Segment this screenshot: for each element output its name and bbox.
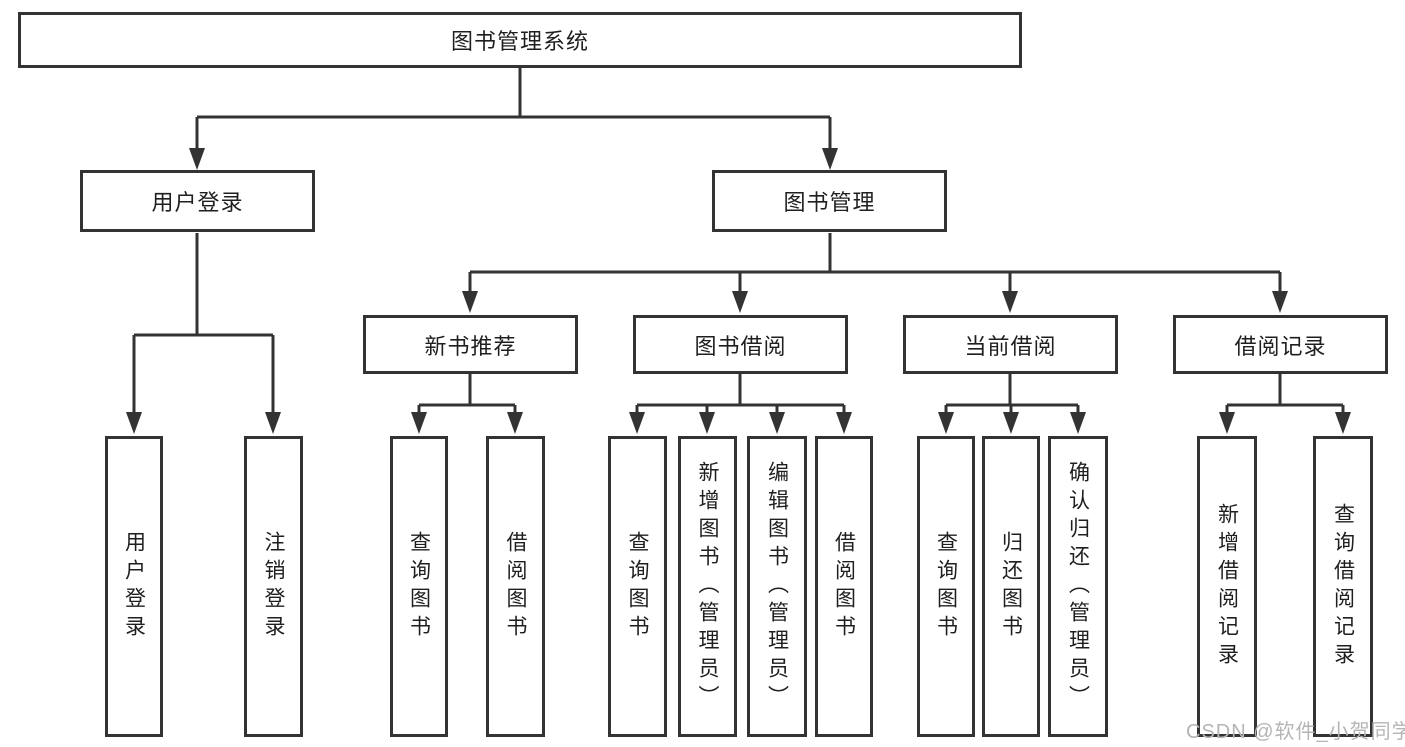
node-library-management-system: 图书管理系统 [18, 12, 1022, 68]
leaf-add-borrow-record: 新增借阅记录 [1197, 436, 1257, 737]
leaf-label: 新增图书（管理员） [696, 460, 720, 713]
leaf-borrow-books: 借阅图书 [815, 436, 873, 737]
node-label: 用户登录 [151, 190, 244, 215]
node-book-borrow: 图书借阅 [633, 315, 848, 374]
leaf-label: 查询图书 [626, 530, 650, 643]
arrowheads [126, 148, 1351, 434]
leaf-label: 查询图书 [407, 530, 431, 643]
leaf-query-books-recommend: 查询图书 [390, 436, 448, 737]
node-user-login: 用户登录 [80, 170, 315, 232]
leaf-query-books-borrow: 查询图书 [608, 436, 667, 737]
leaf-user-login: 用户登录 [105, 436, 163, 737]
node-label: 图书管理系统 [450, 29, 589, 54]
leaf-edit-books-admin: 编辑图书（管理员） [747, 436, 807, 737]
node-book-management: 图书管理 [712, 170, 947, 232]
csdn-watermark: CSDN @软件_小贺同学 [1186, 721, 1405, 743]
node-label: 图书借阅 [694, 333, 787, 359]
leaf-label: 注销登录 [262, 530, 286, 643]
leaf-logout: 注销登录 [244, 436, 303, 737]
node-new-book-recommend: 新书推荐 [363, 315, 578, 374]
leaf-label: 借阅图书 [504, 530, 528, 643]
leaf-label: 归还图书 [999, 530, 1023, 643]
node-label: 当前借阅 [964, 333, 1057, 359]
leaf-label: 确认归还（管理员） [1066, 460, 1090, 713]
leaf-return-books: 归还图书 [982, 436, 1040, 737]
leaf-borrow-books-recommend: 借阅图书 [486, 436, 545, 737]
leaf-label: 用户登录 [122, 530, 146, 643]
node-label: 新书推荐 [424, 333, 517, 359]
leaf-label: 查询借阅记录 [1331, 502, 1355, 671]
leaf-query-books-current: 查询图书 [917, 436, 975, 737]
node-label: 图书管理 [783, 190, 876, 215]
leaf-label: 查询图书 [934, 530, 958, 643]
leaf-confirm-return-admin: 确认归还（管理员） [1048, 436, 1108, 737]
node-current-borrow: 当前借阅 [903, 315, 1118, 374]
leaf-label: 新增借阅记录 [1215, 502, 1239, 671]
leaf-add-books-admin: 新增图书（管理员） [678, 436, 737, 737]
leaf-query-borrow-record: 查询借阅记录 [1313, 436, 1373, 737]
node-borrow-records: 借阅记录 [1173, 315, 1388, 374]
node-label: 借阅记录 [1234, 333, 1327, 359]
leaf-label: 编辑图书（管理员） [765, 460, 789, 713]
leaf-label: 借阅图书 [832, 530, 856, 643]
